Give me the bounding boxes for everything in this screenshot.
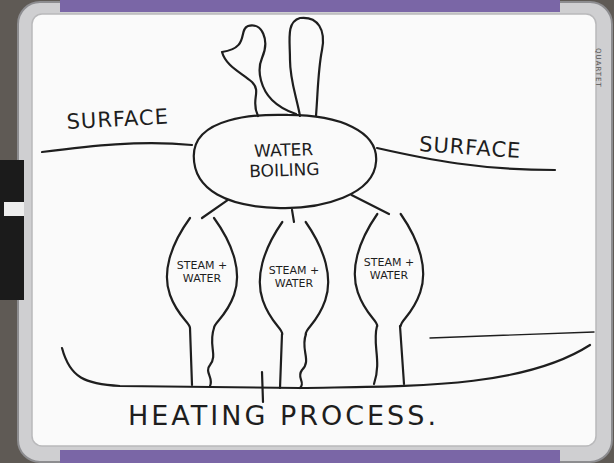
steam-plume — [222, 25, 296, 116]
channel-neck — [292, 210, 294, 222]
node-text: STEAM + WATER — [268, 265, 320, 290]
node-text: WATER BOILING — [235, 140, 332, 182]
surface-label: SURFACE — [418, 132, 522, 163]
ink-strokes — [42, 18, 594, 402]
node-text: STEAM + WATER — [363, 257, 415, 282]
boiling-pool: WATER BOILING — [190, 112, 378, 210]
channel-tail — [190, 328, 192, 385]
outline-path — [194, 115, 376, 208]
steam-channel: STEAM + WATER — [350, 214, 428, 326]
steam-channel: STEAM + WATER — [162, 218, 242, 328]
ground-line — [430, 332, 594, 338]
marker-band — [4, 202, 24, 216]
outline-path — [167, 218, 237, 328]
marker-body — [0, 160, 24, 300]
channel-tail — [400, 326, 404, 384]
process-caption: HEATING PROCESS. — [128, 400, 439, 431]
channel-tail — [374, 326, 377, 384]
frame-strip — [60, 450, 560, 463]
surface-label: SURFACE — [66, 105, 169, 134]
channel-tail — [208, 328, 214, 386]
steam-plume — [289, 18, 323, 116]
channel-neck — [352, 195, 389, 214]
brand-mark: QUARTET — [594, 48, 602, 88]
board-frame — [18, 2, 612, 462]
surface-line — [42, 143, 192, 152]
channel-tail — [300, 334, 306, 388]
tick-mark — [262, 372, 263, 402]
node-text: STEAM + WATER — [176, 260, 228, 285]
frame-strip — [60, 0, 560, 12]
ground-line — [62, 345, 590, 388]
board-surface — [32, 14, 596, 446]
outline-path — [260, 222, 328, 334]
channel-tail — [280, 334, 282, 388]
channel-neck — [202, 200, 228, 218]
outline-path — [355, 214, 423, 326]
steam-channel: STEAM + WATER — [255, 222, 333, 334]
